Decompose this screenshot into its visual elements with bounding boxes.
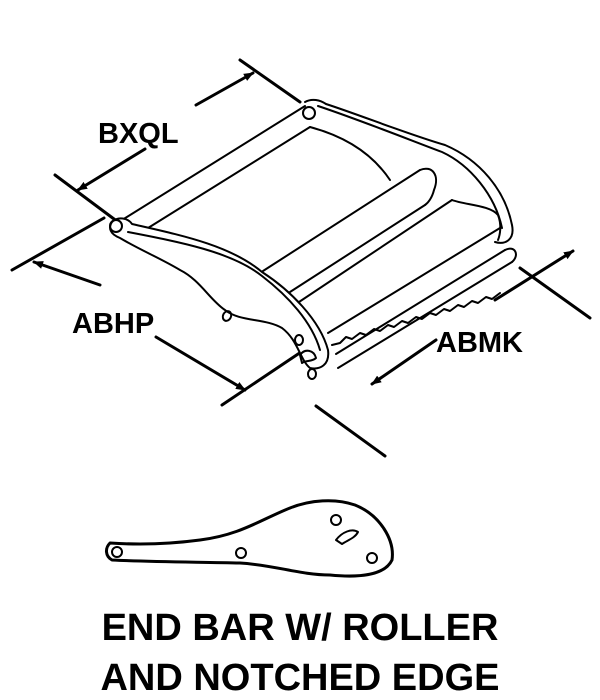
bottom-rod [335, 249, 506, 355]
arrow [194, 71, 255, 107]
dimension-label-bxql: BXQL [98, 118, 179, 150]
dimension-abmk: ABMK [314, 249, 592, 458]
extension-line [238, 58, 302, 104]
notched-edge [331, 292, 501, 346]
end-bar-assembly [109, 98, 517, 380]
caption-line-2: AND NOTCHED EDGE [100, 657, 499, 699]
far-end-bar-lower [309, 126, 391, 181]
hole [330, 514, 342, 526]
slot [299, 349, 317, 364]
end-bar-detail [105, 499, 394, 578]
arrow [493, 249, 575, 302]
notched-bar [327, 227, 501, 334]
rod-end [109, 219, 123, 233]
dimension-abhp: ABHP [10, 216, 312, 407]
rod [131, 126, 311, 239]
rod [121, 105, 306, 221]
arrow [370, 338, 438, 386]
extension-line [220, 344, 312, 407]
arrow [76, 147, 147, 192]
far-end-bar [304, 98, 514, 244]
near-end-bar [109, 217, 330, 370]
bottom-rod-end [504, 247, 517, 263]
extension-line [53, 173, 120, 224]
hole [366, 552, 378, 564]
caption-line-1: END BAR W/ ROLLER [102, 607, 499, 649]
extension-line [518, 266, 592, 320]
extension-line [314, 404, 387, 458]
rod-end [302, 106, 316, 120]
bottom-rod [337, 261, 513, 369]
arrow [32, 260, 102, 287]
roller-end [419, 167, 438, 206]
slot [335, 529, 359, 545]
far-end-bar-edge [317, 105, 503, 229]
extension-line [10, 216, 106, 272]
hole [235, 547, 247, 559]
dimension-label-abhp: ABHP [72, 308, 154, 340]
hole [221, 310, 233, 322]
arrow [154, 335, 247, 392]
roller [289, 204, 426, 293]
far-plate [451, 199, 502, 241]
dimension-label-abmk: ABMK [436, 327, 523, 359]
roller [262, 169, 421, 272]
end-bar-outline [105, 499, 394, 578]
hole [307, 368, 317, 380]
dimension-bxql: BXQL [53, 58, 302, 224]
near-end-bar-edge [127, 231, 321, 351]
roller [295, 199, 453, 305]
hole [111, 546, 123, 558]
hole [294, 334, 304, 346]
